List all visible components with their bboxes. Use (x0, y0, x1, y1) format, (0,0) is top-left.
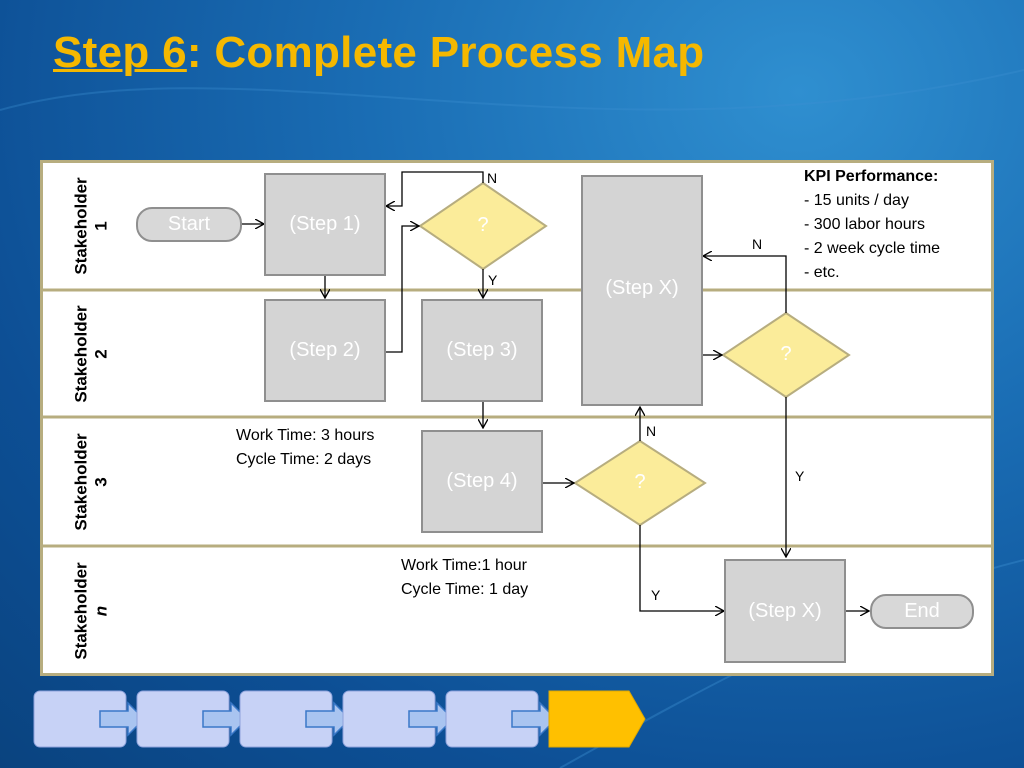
branch-label-n-3: N (646, 423, 657, 439)
step-4-box: (Step 4) (421, 430, 543, 533)
step-2-box: (Step 2) (264, 299, 386, 402)
step-x-top-box: (Step X) (581, 175, 703, 406)
lane-dividers (40, 288, 991, 548)
step-x-bottom-box: (Step X) (724, 559, 846, 663)
title-rest: : Complete Process Map (186, 28, 705, 77)
nav-arrow-icon (99, 701, 146, 737)
nav-step-current[interactable] (548, 690, 646, 748)
kpi-line: - 300 labor hours (804, 216, 925, 233)
nav-arrow-icon (305, 701, 352, 737)
process-map-diagram (40, 171, 991, 676)
branch-label-n-1: N (487, 170, 498, 186)
kpi-heading: KPI Performance: (804, 168, 939, 185)
kpi-line: - 15 units / day (804, 192, 909, 209)
branch-label-y-3: Y (651, 587, 661, 603)
title-step: Step 6 (53, 28, 187, 77)
lane-3-note: Work Time: 3 hours Cycle Time: 2 days (236, 427, 375, 468)
start-node: Start (136, 207, 242, 242)
nav-arrow-icon (202, 701, 249, 737)
step-navigation (33, 690, 646, 748)
nav-arrow-icon (511, 701, 558, 737)
connectors (242, 171, 869, 611)
end-node: End (870, 594, 974, 629)
branch-label-y-2: Y (795, 468, 805, 484)
decision-2-label: ? (780, 343, 792, 365)
kpi-line: - 2 week cycle time (804, 240, 941, 257)
nav-arrow-icon (408, 701, 455, 737)
decision-3-label: ? (634, 471, 646, 493)
kpi-line: - etc. (804, 264, 840, 281)
kpi-block: KPI Performance: - 15 units / day - 300 … (804, 165, 940, 285)
branch-label-y-1: Y (488, 272, 498, 288)
step-1-box: (Step 1) (264, 173, 386, 276)
branch-label-n-2: N (752, 236, 763, 252)
page-title: Step 6: Complete Process Map (53, 28, 704, 78)
step-3-box: (Step 3) (421, 299, 543, 402)
lane-n-note: Work Time:1 hour Cycle Time: 1 day (401, 557, 529, 598)
decision-1-label: ? (477, 214, 489, 236)
